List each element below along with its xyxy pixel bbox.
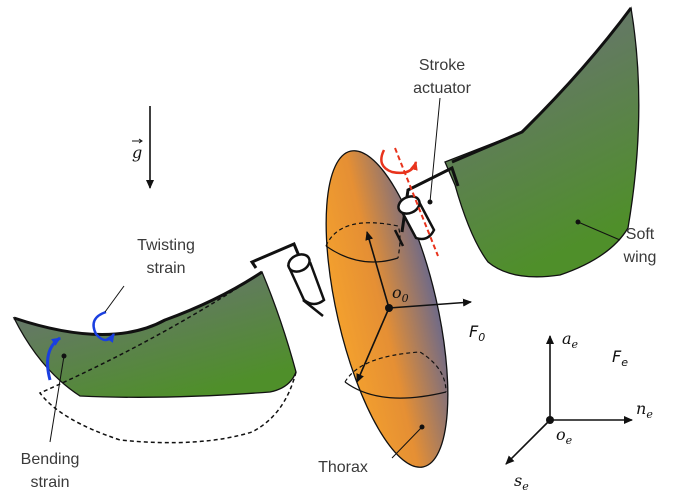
svg-text:g: g [132,143,142,162]
soft-wing-label-line1: Soft [626,226,655,243]
right-wing-leading-edge [451,7,633,164]
left-actuator [286,253,326,317]
body-frame-symbol: F0 [469,322,485,344]
axis-a-symbol: ae [562,329,579,351]
leader-twisting [104,285,125,313]
body-origin-symbol: o0 [392,283,409,305]
right-soft-wing [444,6,640,278]
earth-frame-symbol: Fe [612,347,628,369]
twisting-label-line2: strain [146,260,185,277]
stroke-actuator [393,147,439,257]
leader-thorax [391,426,423,459]
axis-n-symbol: ne [636,399,653,421]
leader-soft-wing [577,221,621,241]
thorax-label: Thorax [318,459,368,476]
soft-wing-label-line2: wing [623,249,657,266]
bent-wing-outline [38,271,297,444]
leader-stroke-actuator [429,97,441,203]
earth-origin-symbol: oe [556,425,573,447]
bending-label-line1: Bending [21,451,80,468]
stroke-actuator-label-line2: actuator [413,80,471,97]
gravity-symbol: g [132,138,143,162]
twisting-label-line1: Twisting [137,237,195,254]
twisting-arrow [92,310,116,343]
left-wing-leading-edge [13,270,263,336]
body-frame-axes [356,231,472,383]
stroke-rotation-arrow [380,149,418,175]
bending-label-line2: strain [30,474,69,491]
stroke-actuator-label-line1: Stroke [419,57,465,74]
bending-arrow [46,336,61,381]
left-soft-wing [12,271,297,398]
earth-frame-axes [505,335,633,465]
axis-s-symbol: se [514,471,529,493]
leader-bending [49,355,65,443]
